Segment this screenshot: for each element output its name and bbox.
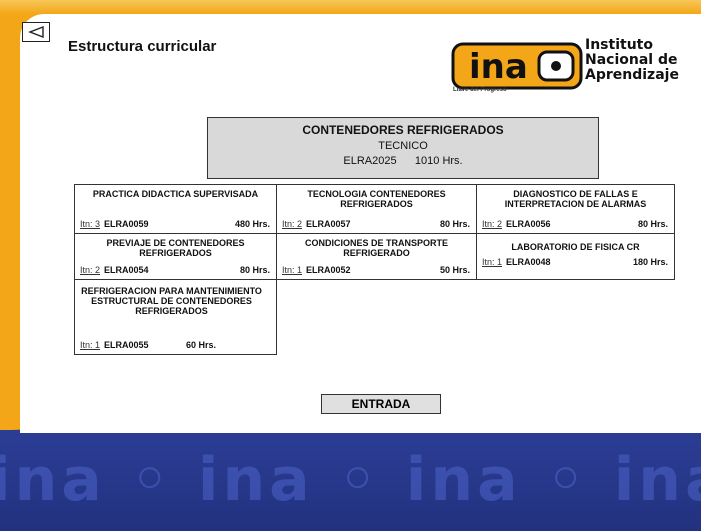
module-name: CONDICIONES DE TRANSPORTE REFRIGERADO [304, 238, 448, 258]
module-itn-link[interactable]: Itn: 1 [282, 265, 303, 275]
background-pattern: ina ◦ ina ◦ ina ◦ ina ◦ ina [0, 440, 701, 531]
module-card-4[interactable]: CONDICIONES DE TRANSPORTE REFRIGERADO It… [276, 233, 477, 280]
module-hours: 50 Hrs. [439, 265, 470, 275]
logo-line-2: Nacional de [585, 52, 678, 68]
logo-tagline: Llave del Progreso [453, 87, 507, 93]
module-card-1[interactable]: TECNOLOGIA CONTENEDORES REFRIGERADOS Itn… [276, 184, 477, 234]
module-card-3[interactable]: PREVIAJE DE CONTENEDORES REFRIGERADOS It… [74, 233, 277, 280]
module-code: ELRA0059 [104, 219, 149, 229]
program-code-line: ELRA2025 1010 Hrs. [208, 155, 598, 167]
top-border [0, 0, 701, 14]
module-name: TECNOLOGIA CONTENEDORES REFRIGERADOS [307, 189, 446, 209]
module-code: ELRA0054 [104, 265, 149, 275]
program-level: TECNICO [378, 140, 428, 152]
triangle-left-icon [28, 26, 44, 38]
module-card-2[interactable]: DIAGNOSTICO DE FALLAS E INTERPRETACION D… [476, 184, 675, 234]
ina-logo: ina [451, 42, 583, 90]
module-itn-link[interactable]: Itn: 1 [80, 340, 101, 350]
module-itn-link[interactable]: Itn: 2 [282, 219, 303, 229]
module-hours: 80 Hrs. [637, 219, 668, 229]
module-itn-link[interactable]: Itn: 2 [80, 265, 101, 275]
logo-text: Instituto Nacional de Aprendizaje [585, 38, 679, 83]
module-code: ELRA0055 [104, 340, 149, 350]
module-card-6[interactable]: REFRIGERACION PARA MANTENIMIENTO ESTRUCT… [74, 279, 277, 355]
program-title: CONTENEDORES REFRIGERADOS [302, 123, 504, 137]
module-name: PREVIAJE DE CONTENEDORES REFRIGERADOS [106, 238, 245, 258]
module-name: LABORATORIO DE FISICA CR [511, 242, 640, 252]
module-code: ELRA0048 [506, 257, 551, 267]
ghost-logo-1: ina ◦ ina ◦ ina ◦ ina ◦ ina [0, 445, 701, 515]
module-code: ELRA0057 [306, 219, 351, 229]
module-code: ELRA0056 [506, 219, 551, 229]
module-code: ELRA0052 [306, 265, 351, 275]
logo-line-3: Aprendizaje [585, 67, 679, 83]
entrada-button[interactable]: ENTRADA [321, 394, 441, 414]
module-name: DIAGNOSTICO DE FALLAS E INTERPRETACION D… [504, 189, 647, 209]
logo-line-1: Instituto [585, 37, 653, 53]
module-name: REFRIGERACION PARA MANTENIMIENTO ESTRUCT… [81, 286, 262, 316]
module-hours: 80 Hrs. [439, 219, 470, 229]
module-hours: 80 Hrs. [239, 265, 270, 275]
page-title: Estructura curricular [68, 38, 217, 55]
module-hours: 180 Hrs. [632, 257, 668, 267]
module-name: PRACTICA DIDACTICA SUPERVISADA [92, 189, 259, 199]
module-itn-link[interactable]: Itn: 2 [482, 219, 503, 229]
module-hours: 60 Hrs. [185, 340, 216, 350]
svg-text:ina: ina [469, 47, 528, 87]
program-header: CONTENEDORES REFRIGERADOS TECNICO ELRA20… [207, 117, 599, 179]
module-itn-link[interactable]: Itn: 3 [80, 219, 101, 229]
back-button[interactable] [22, 22, 50, 42]
module-hours: 480 Hrs. [234, 219, 270, 229]
program-hours: 1010 Hrs. [414, 155, 463, 167]
program-code: ELRA2025 [343, 155, 397, 167]
module-itn-link[interactable]: Itn: 1 [482, 257, 503, 267]
